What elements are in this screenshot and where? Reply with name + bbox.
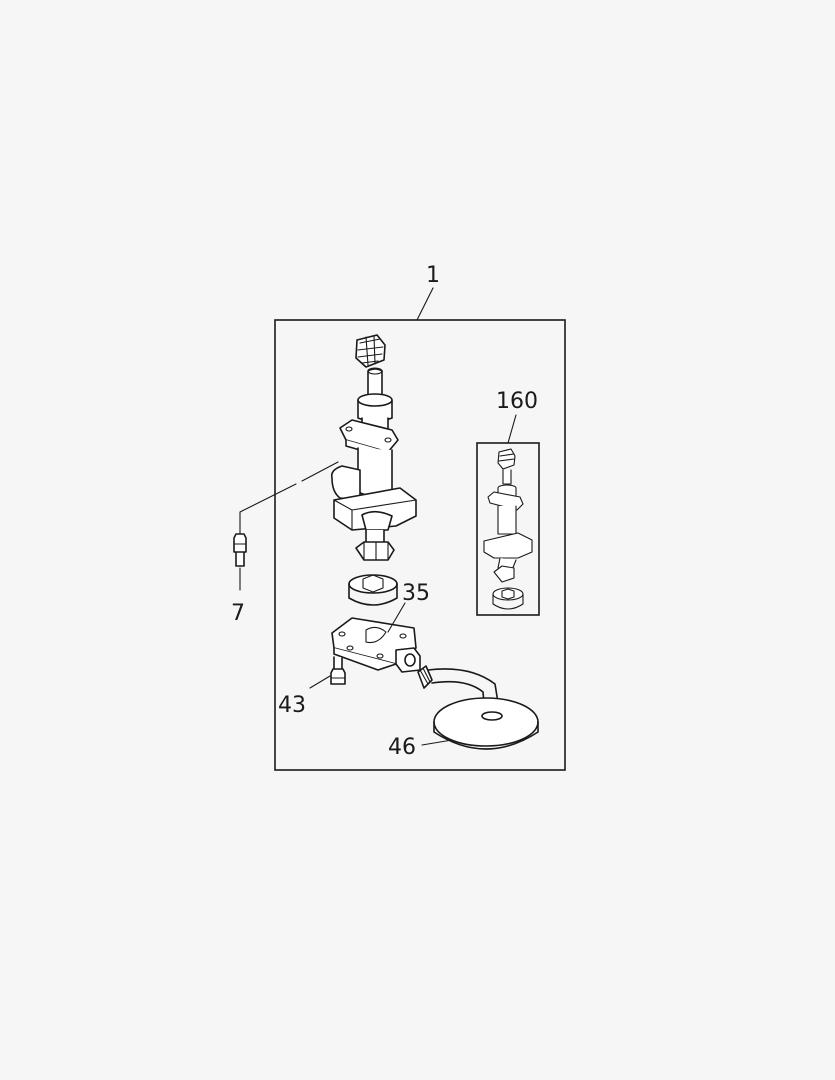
- strainer-pipe-icon: [417, 665, 539, 750]
- callout-46[interactable]: 46: [388, 735, 416, 760]
- oil-pump-main-drawing: [330, 334, 539, 750]
- inset-rotor-icon: [492, 587, 524, 610]
- callout-leader-35: [387, 602, 406, 633]
- callout-leader-46: [421, 739, 453, 746]
- callout-43[interactable]: 43: [278, 693, 306, 718]
- callout-leader-43: [309, 675, 331, 689]
- callout-160[interactable]: 160: [496, 389, 538, 414]
- inset-drive-gear-icon: [497, 448, 516, 470]
- inset-oil-pump-drawing: [483, 448, 533, 610]
- shaft-icon: [357, 367, 393, 436]
- bolt-7-icon: [233, 533, 247, 567]
- callout-leader-1: [416, 287, 434, 321]
- drive-gear-icon: [355, 334, 386, 368]
- pump-body-icon: [330, 447, 417, 561]
- leader-bolt-7: [239, 461, 339, 535]
- main-assembly-frame: [274, 319, 566, 771]
- callout-35[interactable]: 35: [402, 581, 430, 606]
- callout-leader-160: [507, 414, 517, 444]
- callout-7[interactable]: 7: [231, 601, 245, 626]
- pump-cover-icon: [331, 617, 421, 673]
- rotor-icon: [348, 574, 398, 606]
- bolt-43-icon: [330, 656, 346, 685]
- callout-1[interactable]: 1: [426, 263, 440, 288]
